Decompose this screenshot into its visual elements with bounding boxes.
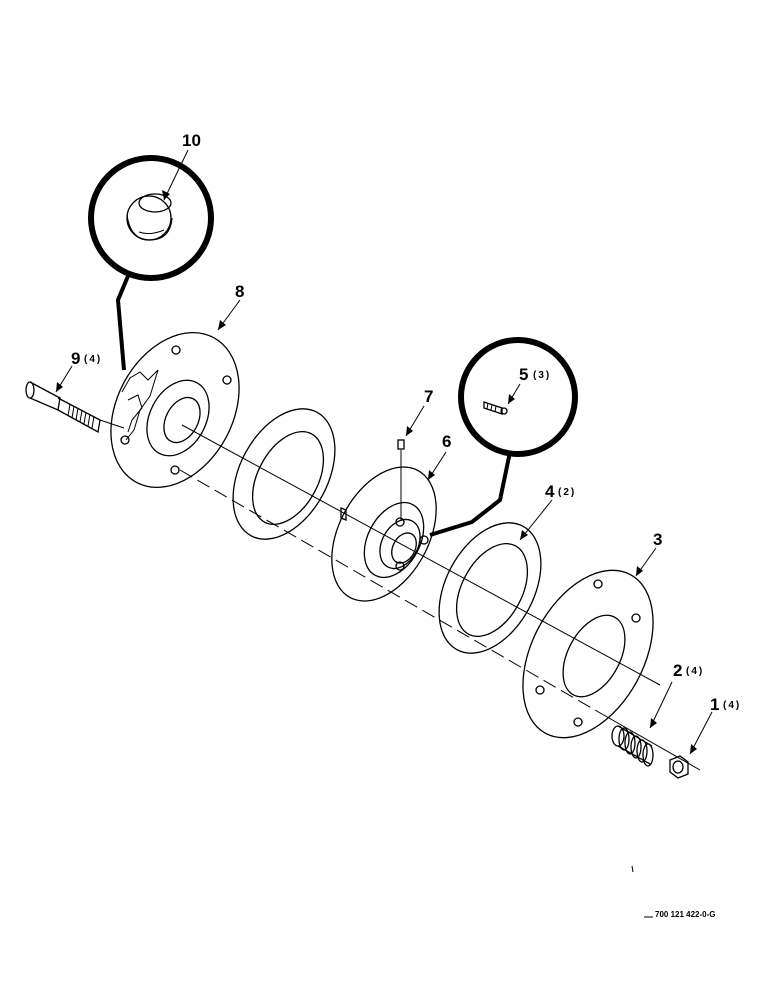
callout-9: 9 — [71, 349, 80, 368]
callout-4-qty: (2) — [558, 487, 576, 498]
callout-7: 7 — [424, 387, 433, 406]
callout-8: 8 — [235, 282, 244, 301]
detail-circle-screw — [429, 337, 578, 537]
axis-lines — [99, 419, 701, 771]
detail-circle-bushing — [88, 155, 214, 371]
callout-4: 4 — [545, 482, 555, 501]
friction-disc-part-4 — [438, 522, 542, 654]
friction-disc — [232, 408, 336, 540]
leader-9 — [55, 365, 73, 393]
stray-mark — [631, 865, 634, 873]
drawing-code: 700 121 422-0-G — [655, 910, 716, 919]
leader-8 — [217, 299, 241, 331]
leader-1 — [689, 711, 713, 755]
leader-4 — [519, 499, 553, 541]
callout-1-qty: (4) — [723, 700, 741, 711]
pressure-plate-part-3 — [522, 569, 654, 739]
nut-part-1 — [669, 755, 689, 779]
sprocket-plate-part-8 — [110, 331, 240, 489]
callout-5-qty: (3) — [533, 370, 551, 381]
callout-6: 6 — [442, 432, 451, 451]
hub-disc-part-6 — [331, 466, 437, 602]
leader-3 — [635, 547, 657, 577]
leader-5 — [507, 383, 521, 405]
bolt-part-9 — [25, 381, 101, 434]
leader-6 — [427, 451, 447, 481]
leader-2 — [649, 681, 673, 729]
leader-10 — [162, 149, 189, 201]
callout-10: 10 — [182, 131, 201, 150]
spring-part-2 — [611, 725, 654, 767]
callout-9-qty: (4) — [84, 354, 102, 365]
callout-1: 1 — [710, 695, 719, 714]
callout-5: 5 — [519, 365, 528, 384]
callout-2: 2 — [673, 661, 682, 680]
callout-3: 3 — [653, 530, 662, 549]
callout-2-qty: (4) — [686, 666, 704, 677]
set-screw-part-7 — [397, 439, 405, 520]
leader-7 — [405, 405, 425, 437]
